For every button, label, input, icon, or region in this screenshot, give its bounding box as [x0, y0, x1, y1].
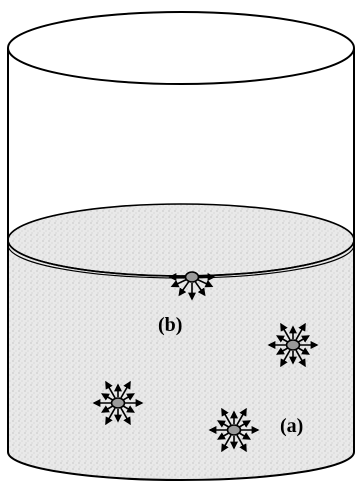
force-arrow — [280, 322, 291, 341]
surface-meniscus — [7, 239, 355, 277]
molecule-dot — [110, 397, 126, 409]
force-arrow — [295, 322, 306, 341]
force-arrow — [297, 347, 310, 355]
force-arrow — [221, 434, 232, 453]
interior-molecule-a — [208, 407, 260, 453]
molecule-dot — [226, 424, 242, 436]
force-arrow — [236, 434, 247, 453]
force-arrow — [217, 420, 230, 428]
force-arrow — [122, 405, 135, 413]
surface-meniscus-inner — [7, 244, 355, 279]
force-arrow — [221, 407, 232, 426]
force-arrow — [297, 335, 310, 343]
force-arrow — [101, 393, 114, 401]
force-arrow — [276, 347, 289, 355]
force-arrow — [238, 420, 251, 428]
force-arrow — [178, 281, 190, 297]
force-arrow — [120, 407, 131, 426]
label-a: (a) — [280, 415, 303, 437]
force-arrow — [236, 407, 247, 426]
force-arrow — [295, 349, 306, 368]
molecule-dot — [184, 271, 200, 283]
force-arrow — [122, 393, 135, 401]
interior-molecule-2 — [92, 380, 144, 426]
force-arrow — [105, 380, 116, 399]
interior-molecule-1 — [267, 322, 319, 368]
force-arrow — [238, 432, 251, 440]
force-arrow — [280, 349, 291, 368]
liquid-body — [8, 212, 354, 480]
label-b: (b) — [158, 314, 182, 336]
force-arrow — [197, 278, 214, 288]
force-arrow — [217, 432, 230, 440]
beaker-bottom — [7, 451, 355, 481]
molecules-group — [92, 271, 319, 453]
force-arrow — [120, 380, 131, 399]
force-arrow — [170, 278, 187, 288]
force-arrow — [105, 407, 116, 426]
force-arrow — [194, 281, 206, 297]
force-arrow — [276, 335, 289, 343]
beaker-rim — [7, 11, 355, 85]
force-arrow — [101, 405, 114, 413]
surface-molecule-b — [168, 271, 216, 301]
molecule-dot — [285, 339, 301, 351]
